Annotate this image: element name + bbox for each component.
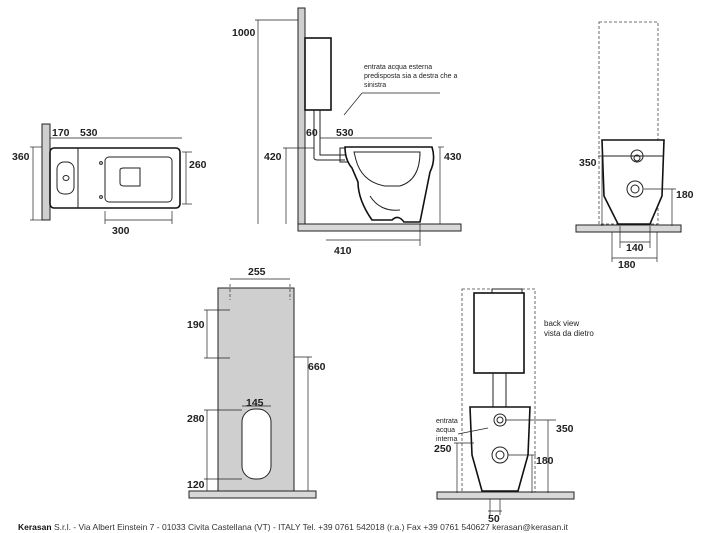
wall-view: 255 190 660 145 280 120 <box>187 266 326 499</box>
side-view: 1000 420 60 530 430 410 entrata acqua es… <box>232 7 462 257</box>
back-dim-50: 50 <box>488 513 500 525</box>
top-dim-530: 530 <box>80 127 98 139</box>
front-view-floor <box>575 224 682 233</box>
back-inlet-line-2: acqua <box>436 427 455 434</box>
wall-dim-120: 120 <box>187 479 205 491</box>
top-dim-360: 360 <box>12 151 30 163</box>
front-dim-180: 180 <box>676 189 694 201</box>
top-view-body <box>49 147 181 209</box>
wall-dim-660: 660 <box>308 361 326 373</box>
side-dim-1000: 1000 <box>232 27 256 39</box>
footer-brand: Kerasan <box>18 522 52 532</box>
back-view: back view vista da dietro entrata acqua … <box>434 288 594 525</box>
back-view-floor <box>436 491 575 500</box>
top-dim-170: 170 <box>52 127 70 139</box>
back-dim-350: 350 <box>556 423 574 435</box>
footer: Kerasan S.r.l. - Via Albert Einstein 7 -… <box>18 522 568 532</box>
top-view-wall <box>41 123 51 221</box>
front-dim-350: 350 <box>579 157 597 169</box>
side-view-wall <box>297 7 306 231</box>
side-note-line-2: predisposta sia a destra che a <box>364 73 457 80</box>
side-dim-410: 410 <box>334 245 352 257</box>
side-dim-60: 60 <box>306 127 318 139</box>
side-view-floor <box>297 223 462 232</box>
back-view-title-en: back view <box>544 319 579 328</box>
wall-dim-190: 190 <box>187 319 205 331</box>
front-view: 350 180 140 180 <box>575 21 694 271</box>
side-view-cistern <box>304 37 332 111</box>
back-inlet-line-1: entrata <box>436 418 458 425</box>
side-note-line-3: sinistra <box>364 82 386 89</box>
back-view-bowl <box>469 406 531 492</box>
front-view-bowl <box>601 139 665 225</box>
top-dim-300: 300 <box>112 225 130 237</box>
side-dim-420: 420 <box>264 151 282 163</box>
side-note-line-1: entrata acqua esterna <box>364 64 432 71</box>
side-dim-530: 530 <box>336 127 354 139</box>
wall-view-floor <box>188 490 317 499</box>
front-dim-180b: 180 <box>618 259 636 271</box>
back-inlet-line-3: interna <box>436 436 458 443</box>
back-view-title-it: vista da dietro <box>544 329 594 338</box>
front-dim-140: 140 <box>626 242 644 254</box>
side-dim-430: 430 <box>444 151 462 163</box>
top-view: 360 170 530 260 300 <box>12 123 207 237</box>
footer-address: S.r.l. - Via Albert Einstein 7 - 01033 C… <box>53 522 568 532</box>
wall-view-opening <box>241 408 272 480</box>
back-dim-180: 180 <box>536 455 554 467</box>
side-view-bowl <box>344 146 435 223</box>
wall-dim-255: 255 <box>248 266 266 278</box>
back-view-cistern <box>473 292 525 374</box>
wall-dim-280: 280 <box>187 413 205 425</box>
back-dim-250: 250 <box>434 443 452 455</box>
wall-dim-145: 145 <box>246 397 264 409</box>
top-dim-260: 260 <box>189 159 207 171</box>
